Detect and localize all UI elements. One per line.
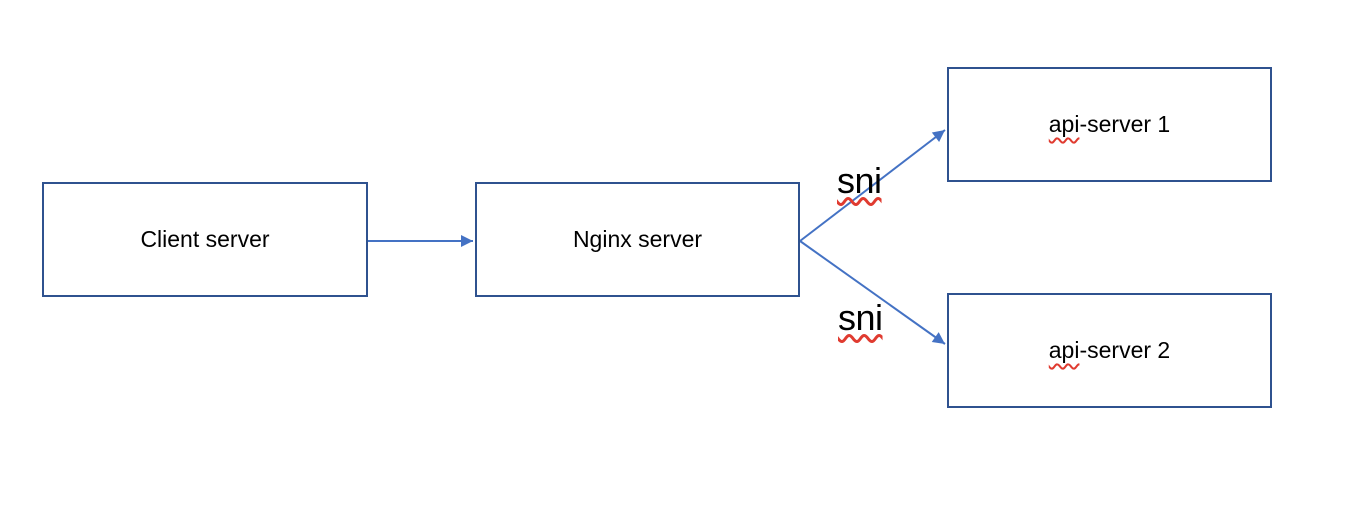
node-api-server-2-label: api-server 2 bbox=[1049, 337, 1170, 364]
node-client-server-label: Client server bbox=[140, 226, 270, 252]
edge-label-sni-top: sni bbox=[837, 160, 882, 201]
node-api-server-1-label-rest: -server 1 bbox=[1079, 111, 1171, 137]
spellcheck-flagged-word: sni bbox=[837, 160, 882, 201]
node-nginx-server: Nginx server bbox=[475, 182, 800, 297]
arrow-nginx-to-api-server-2 bbox=[799, 240, 946, 345]
arrow-nginx-to-api-server-1 bbox=[799, 129, 946, 242]
node-api-server-2: api-server 2 bbox=[947, 293, 1272, 408]
spellcheck-flagged-word: sni bbox=[838, 297, 883, 338]
edge-label-sni-bottom: sni bbox=[838, 297, 883, 338]
node-api-server-1: api-server 1 bbox=[947, 67, 1272, 182]
node-nginx-server-label: Nginx server bbox=[572, 226, 703, 252]
spellcheck-flagged-word: api bbox=[1048, 337, 1080, 363]
node-client-server: Client server bbox=[42, 182, 368, 297]
node-api-server-1-label: api-server 1 bbox=[1049, 111, 1170, 138]
node-api-server-2-label-rest: -server 2 bbox=[1079, 337, 1171, 363]
spellcheck-flagged-word: api bbox=[1048, 111, 1080, 137]
